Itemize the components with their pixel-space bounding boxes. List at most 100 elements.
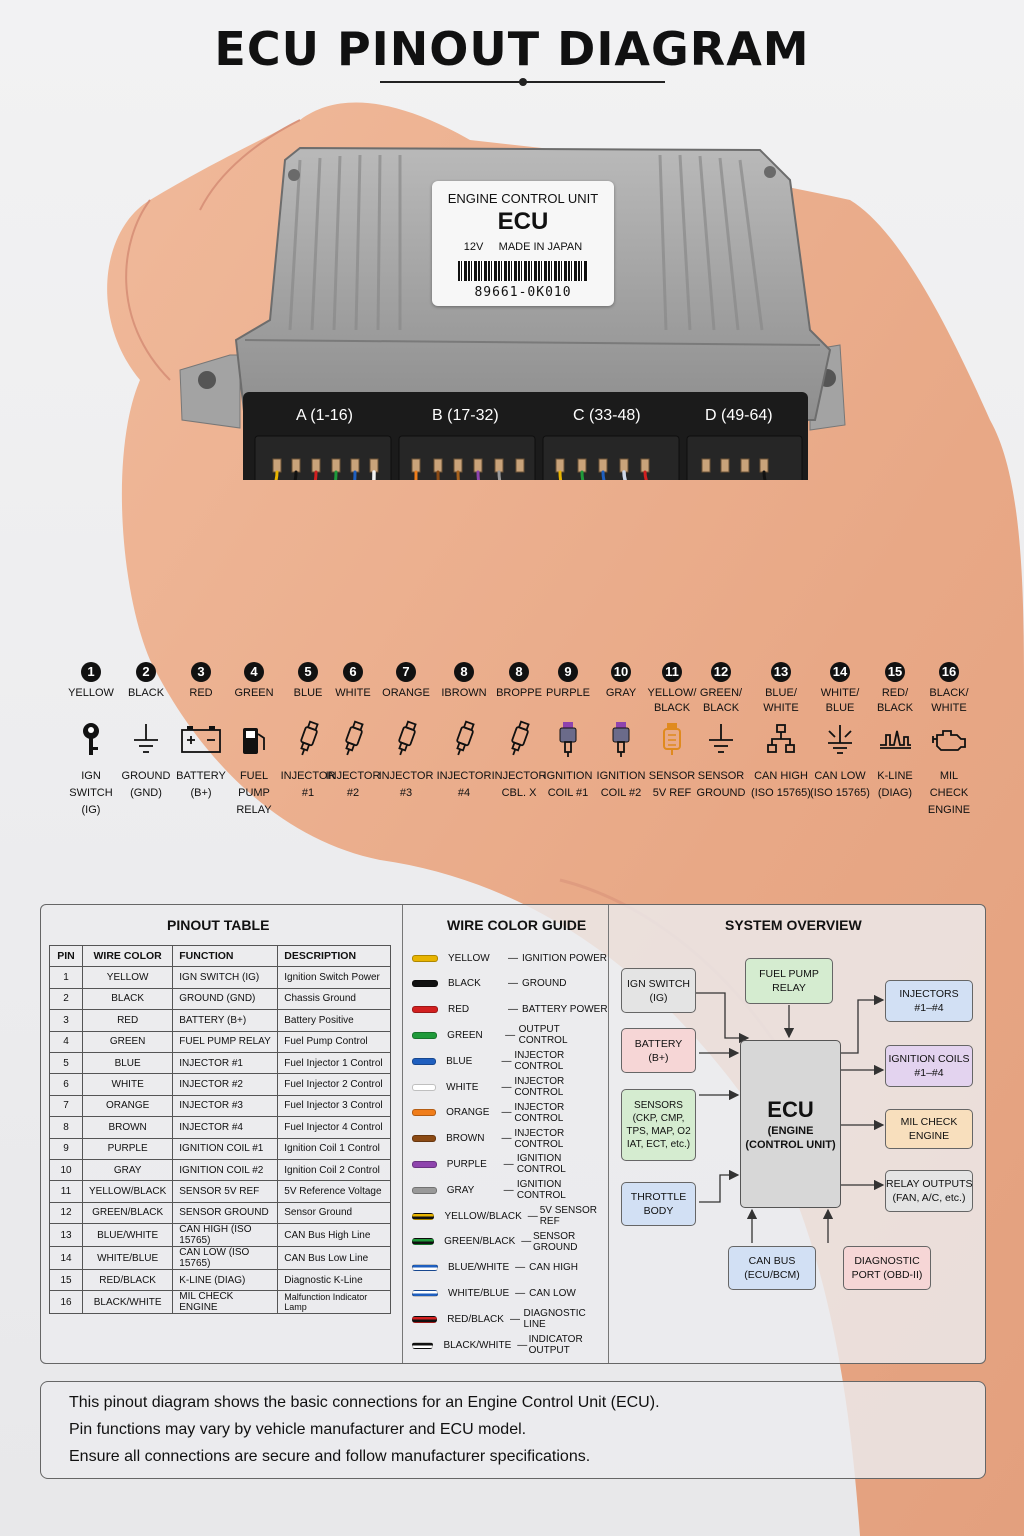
pin-function: CAN LOW(ISO 15765) (810, 770, 870, 799)
table-header: WIRE COLOR (81, 944, 174, 968)
note-line-1: This pinout diagram shows the basic conn… (69, 1394, 660, 1411)
pin-number: 10 (611, 662, 631, 682)
table-cell: Diagnostic K-Line (277, 1269, 392, 1292)
wire-color-name: BLUE (446, 1055, 473, 1067)
barcode (458, 261, 588, 281)
wire-swatch (412, 980, 438, 988)
wire-swatch (412, 1109, 437, 1117)
pin-wire-color: GREEN/BLACK (699, 687, 743, 714)
wire-color-desc: CAN LOW (529, 1287, 576, 1299)
table-cell: CAN LOW (ISO 15765) (172, 1246, 279, 1271)
table-header: DESCRIPTION (277, 944, 392, 968)
pin-function: GROUND(GND) (121, 770, 171, 799)
wire-color-name: YELLOW/BLACK (444, 1210, 522, 1222)
wire-color-desc: BATTERY POWER (522, 1004, 608, 1016)
pin-callout: 8 IBROWN INJECTOR#4 (434, 662, 494, 802)
table-cell: MIL CHECK ENGINE (172, 1290, 279, 1315)
separator: — (509, 1313, 520, 1325)
note-line-3: Ensure all connections are secure and fo… (69, 1448, 591, 1465)
table-cell: 14 (49, 1246, 83, 1271)
pin-wire-color: BLUE (293, 687, 323, 699)
wire-swatch (412, 1315, 438, 1323)
can-bus-text: CAN BUS (ECU/BCM) (744, 1255, 800, 1281)
table-cell: SENSOR GROUND (172, 1201, 279, 1225)
wire-color-desc: IGNITION CONTROL (516, 1179, 566, 1202)
table-cell: CAN HIGH (ISO 15765) (172, 1223, 279, 1248)
table-cell: 11 (49, 1180, 83, 1203)
battery-text: BATTERY (B+) (634, 1037, 683, 1064)
ign-switch-text: IGN SWITCH (IG) (627, 977, 690, 1004)
table-cell: CAN Bus High Line (277, 1223, 392, 1248)
table-cell: 7 (49, 1094, 83, 1118)
table-cell: Sensor Ground (277, 1201, 392, 1225)
connector-pin (740, 458, 750, 473)
wire-color-name: RED (448, 1004, 470, 1016)
wire-color-desc: IGNITION CONTROL (516, 1153, 566, 1176)
mil-check-node: MIL CHECK ENGINE (885, 1109, 973, 1149)
pin-number: 1 (81, 662, 101, 682)
table-cell: Fuel Injector 3 Control (277, 1094, 392, 1118)
table-cell: BLACK (81, 987, 174, 1011)
wire-color-name: BLACK (448, 978, 481, 990)
wire-guide-item: GREEN—OUTPUT CONTROL (412, 1024, 608, 1046)
fuel-pump-text: FUEL PUMP RELAY (759, 968, 819, 994)
table-cell: BLUE/WHITE (81, 1223, 174, 1248)
ign-switch-node: IGN SWITCH (IG) (621, 968, 696, 1013)
pin-number: 12 (711, 662, 731, 682)
table-cell: RED/BLACK (81, 1269, 174, 1292)
pin-number: 8 (509, 662, 529, 682)
table-cell: 4 (49, 1030, 83, 1053)
k-line-icon (865, 718, 925, 760)
table-cell: WHITE (81, 1073, 174, 1096)
table-cell: BROWN (81, 1116, 174, 1139)
ignition-coils-text: IGNITION COILS #1–#4 (888, 1053, 970, 1079)
table-cell: Fuel Injector 2 Control (277, 1073, 392, 1096)
connector-pin (619, 458, 629, 473)
wire-color-desc: CAN HIGH (529, 1262, 579, 1274)
table-cell: 5 (49, 1051, 83, 1075)
pin-wire-color: WHITE/BLUE (820, 687, 860, 714)
system-overview-title: SYSTEM OVERVIEW (725, 917, 862, 933)
diagnostic-port-node: DIAGNOSTIC PORT (OBD-II) (843, 1246, 931, 1290)
pin-number: 2 (136, 662, 156, 682)
throttle-body-node: THROTTLE BODY (621, 1182, 696, 1226)
wire-color-name: BLUE/WHITE (448, 1262, 510, 1274)
ignition-coils-node: IGNITION COILS #1–#4 (885, 1045, 973, 1087)
pin-number: 15 (885, 662, 905, 682)
wire-guide-item: ORANGE—INJECTOR CONTROL (412, 1102, 608, 1124)
pin-number: 5 (298, 662, 318, 682)
wire-guide-item: RED/BLACK—DIAGNOSTIC LINE (412, 1308, 608, 1330)
pin-wire-color: BLACK (127, 687, 165, 699)
battery-icon (171, 718, 231, 760)
sensors-text: SENSORS (CKP, CMP, TPS, MAP, O2 IAT, ECT… (626, 1100, 691, 1150)
ecu-node-title: ECU (767, 1097, 814, 1122)
table-cell: INJECTOR #1 (172, 1051, 279, 1075)
table-cell: 12 (49, 1201, 83, 1225)
table-cell: IGNITION COIL #1 (172, 1137, 279, 1160)
connector-pin (369, 458, 379, 473)
separator: — (508, 952, 518, 964)
can-bus-node: CAN BUS (ECU/BCM) (728, 1246, 816, 1290)
system-overview: IGN SWITCH (IG) FUEL PUMP RELAY BATTERY … (608, 905, 985, 1363)
wire-color-desc: INJECTOR CONTROL (514, 1076, 565, 1098)
table-cell: Ignition Switch Power (277, 966, 392, 989)
table-header: FUNCTION (172, 944, 279, 968)
key-icon (61, 718, 121, 760)
engine-icon (919, 718, 979, 760)
